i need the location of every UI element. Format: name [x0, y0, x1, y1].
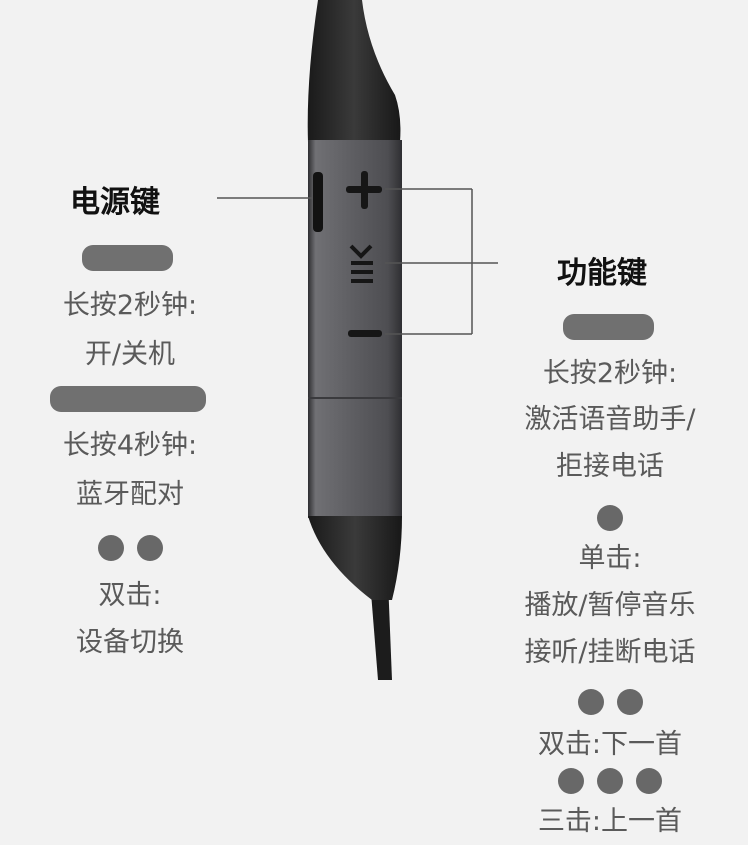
- click-dot: [577, 689, 604, 715]
- click-dot: [97, 535, 124, 561]
- click-dot: [597, 505, 623, 531]
- power-double-click-action: 设备切换: [76, 627, 184, 658]
- power-long-press-4s-label: 长按4秒钟:: [62, 430, 198, 461]
- function-key-bracket: [385, 188, 498, 335]
- cable-bottom: [370, 580, 392, 680]
- click-dot: [136, 535, 163, 561]
- power-long-press-2s-label: 长按2秒钟:: [62, 290, 198, 321]
- function-long-press-2s-action: 激活语音助手/: [524, 404, 696, 435]
- power-double-click-label: 双击:: [98, 580, 162, 611]
- function-long-press-2s-action-2: 拒接电话: [556, 451, 664, 482]
- long-press-2s-indicator: [82, 245, 173, 271]
- power-button[interactable]: [313, 172, 323, 232]
- power-key-title: 电源键: [70, 185, 160, 220]
- long-press-4s-indicator: [50, 386, 206, 412]
- triple-click-indicator: [490, 768, 730, 794]
- long-press-2s-indicator: [563, 314, 654, 340]
- click-dot: [558, 768, 584, 794]
- neckband-top: [307, 0, 401, 142]
- power-long-press-2s-action: 开/关机: [84, 339, 176, 370]
- function-single-click-label: 单击:: [578, 543, 642, 574]
- double-click-indicator: [490, 689, 730, 715]
- power-long-press-4s-action: 蓝牙配对: [76, 479, 184, 510]
- function-long-press-2s-label: 长按2秒钟:: [542, 358, 678, 389]
- double-click-indicator: [30, 535, 230, 561]
- remote-bottom-cap: [308, 516, 402, 600]
- minus-icon[interactable]: [348, 330, 382, 337]
- multifunction-icon[interactable]: [349, 244, 373, 283]
- function-single-click-action-2: 接听/挂断电话: [524, 637, 696, 668]
- click-dot: [597, 768, 623, 794]
- single-click-indicator: [490, 505, 730, 531]
- plus-icon[interactable]: [346, 171, 382, 209]
- function-key-title: 功能键: [557, 256, 647, 291]
- function-triple-click-label: 三击:上一首: [537, 806, 683, 837]
- function-single-click-action: 播放/暂停音乐: [524, 590, 696, 621]
- click-dot: [616, 689, 643, 715]
- remote-body: [308, 140, 402, 518]
- function-double-click-label: 双击:下一首: [537, 729, 683, 760]
- click-dot: [636, 768, 662, 794]
